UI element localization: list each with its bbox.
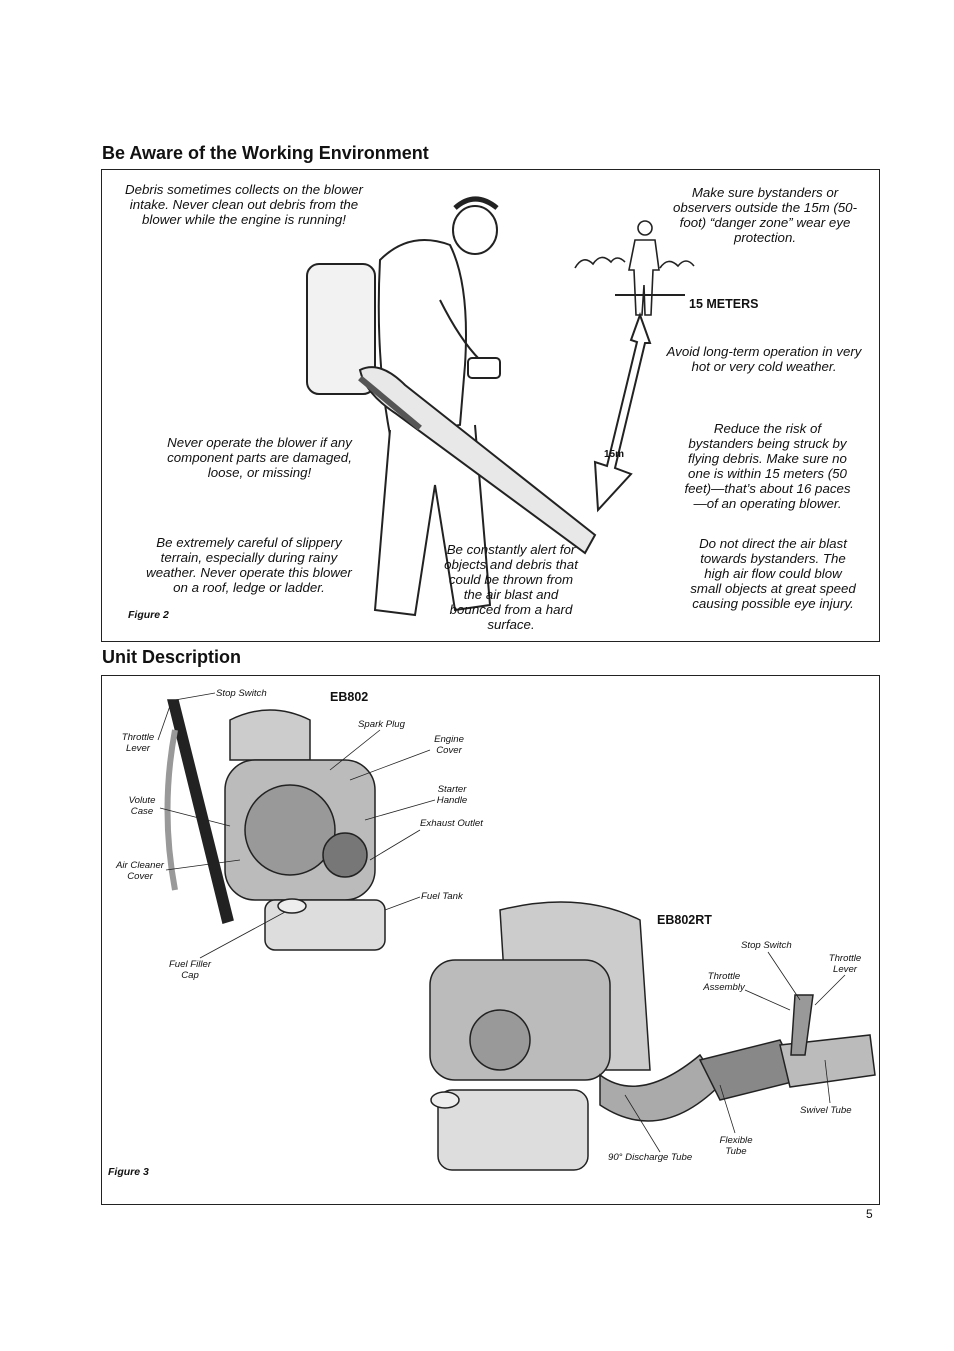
operator-illustration xyxy=(306,196,597,617)
arrow-distance-label: 15m xyxy=(604,449,625,460)
section-title-unit-description: Unit Description xyxy=(102,647,242,667)
figure-2-caption: Figure 2 xyxy=(128,609,169,621)
eb802rt-throttle-lever-label: Throttle Lever xyxy=(828,953,862,975)
note-eye-protection: Make sure bystanders or observers outsid… xyxy=(672,185,858,245)
bystander-illustration xyxy=(574,220,695,316)
eb802-air-cleaner-cover-label: Air Cleaner Cover xyxy=(116,860,164,882)
note-alert: Be constantly alert for objects and debr… xyxy=(444,542,578,632)
eb802rt-model-label: EB802RT xyxy=(657,913,712,927)
eb802rt-swivel-tube-label: Swivel Tube xyxy=(800,1105,852,1116)
eb802rt-flexible-tube-label: Flexible Tube xyxy=(719,1135,753,1157)
eb802-fuel-filler-cap-label: Fuel Filler Cap xyxy=(168,959,212,981)
figure-2-frame xyxy=(101,169,880,642)
note-air-blast: Do not direct the air blast towards byst… xyxy=(690,536,856,611)
eb802-volute-case-label: Volute Case xyxy=(128,795,156,817)
distance-label: 15 METERS xyxy=(689,297,759,311)
eb802-fuel-tank-label: Fuel Tank xyxy=(421,891,463,902)
eb802-stop-switch-label: Stop Switch xyxy=(216,688,267,699)
eb802rt-leader-lines xyxy=(624,951,846,1153)
eb802-leader-lines xyxy=(157,692,436,959)
section-title-working-environment: Be Aware of the Working Environment xyxy=(102,143,429,163)
note-slippery: Be extremely careful of slippery terrain… xyxy=(146,535,352,595)
note-bystanders: Reduce the risk of bystanders being stru… xyxy=(684,421,851,511)
eb802-model-label: EB802 xyxy=(330,690,369,704)
eb802rt-stop-switch-label: Stop Switch xyxy=(741,940,792,951)
figure-3-frame xyxy=(101,675,880,1205)
eb802rt-throttle-assembly-label: Throttle Assembly xyxy=(703,971,745,993)
distance-arrow xyxy=(593,312,652,513)
page-number: 5 xyxy=(866,1207,873,1221)
note-intake: Debris sometimes collects on the blower … xyxy=(125,182,363,227)
eb802-throttle-lever-label: Throttle Lever xyxy=(121,732,155,754)
note-temperature: Avoid long-term operation in very hot or… xyxy=(666,344,862,374)
eb802rt-illustration xyxy=(429,901,876,1171)
eb802-exhaust-outlet-label: Exhaust Outlet xyxy=(420,818,483,829)
eb802-illustration xyxy=(164,699,386,951)
eb802rt-discharge-tube-label: 90° Discharge Tube xyxy=(608,1152,693,1163)
eb802-engine-cover-label: Engine Cover xyxy=(434,734,464,756)
eb802-spark-plug-label: Spark Plug xyxy=(358,719,405,730)
eb802-starter-handle-label: Starter Handle xyxy=(436,784,468,806)
figure-3-caption: Figure 3 xyxy=(108,1166,149,1178)
note-components: Never operate the blower if any componen… xyxy=(167,435,352,480)
